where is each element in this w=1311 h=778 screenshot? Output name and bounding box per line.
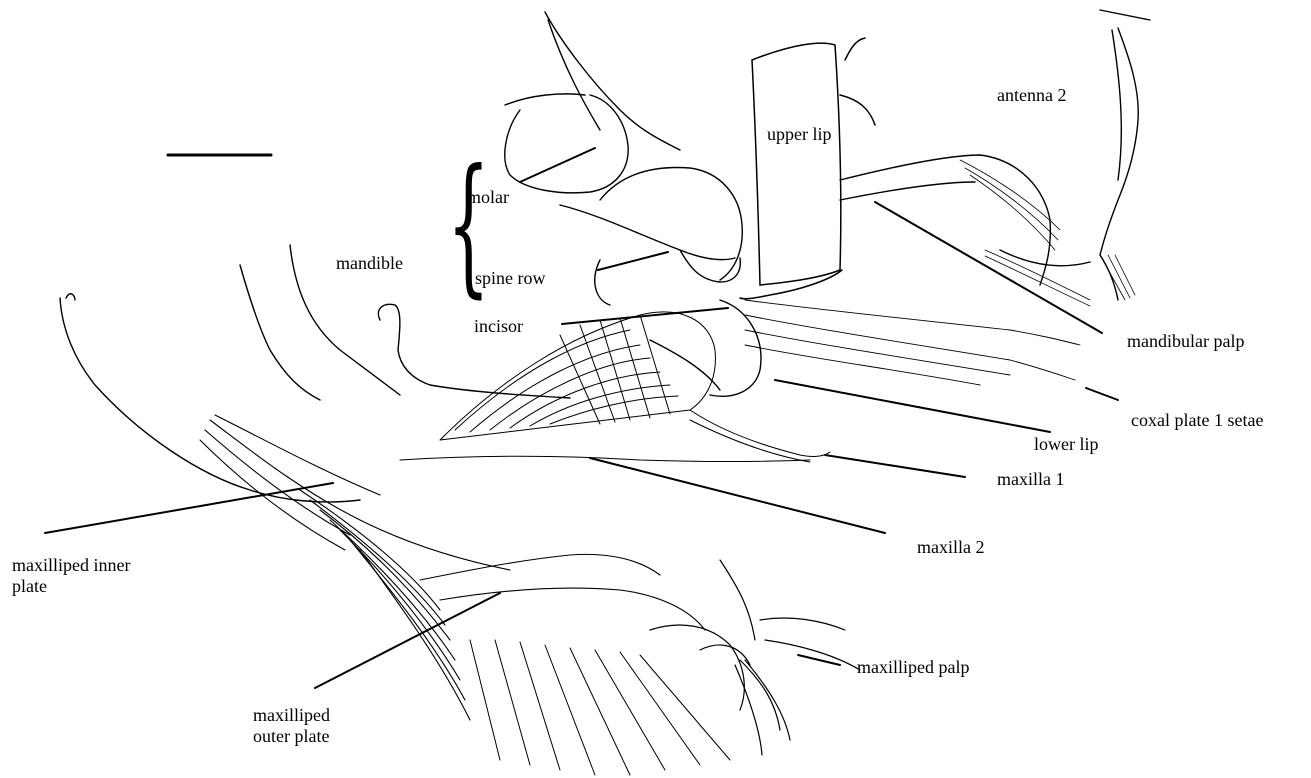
callout-lines [45,148,1118,688]
label-maxilla-1: maxilla 1 [997,469,1064,490]
mandibular-palp-setae [960,160,1135,306]
outer-plate-spines [470,640,730,775]
callout-molar [520,148,595,182]
label-maxilliped-inner-plate: maxilliped inner plate [12,555,132,596]
callout-maxilliped-outer [315,593,500,688]
callout-maxilla-2 [590,458,885,533]
label-molar: molar [467,187,509,208]
label-mandibular-palp: mandibular palp [1127,331,1244,352]
label-upper-lip: upper lip [767,124,832,145]
label-antenna-2: antenna 2 [997,85,1066,106]
label-mandible: mandible [336,253,403,274]
maxilliped-palp-outline [650,560,860,755]
label-lower-lip: lower lip [1034,434,1099,455]
maxilliped-plates [200,415,705,720]
callout-maxilliped-inner [45,483,333,533]
label-spine-row: spine row [475,268,546,289]
callout-mandibular-palp [875,202,1102,333]
label-incisor: incisor [474,316,523,337]
label-maxilliped-palp: maxilliped palp [857,657,969,678]
label-maxilla-2: maxilla 2 [917,537,984,558]
upper-lip-outline [740,38,875,299]
callout-spine-row [598,252,668,270]
callout-maxilliped-palp [798,655,840,665]
maxilla-fan [400,312,830,462]
antenna-2-outline [840,10,1150,300]
mandible-outline [505,12,742,305]
callout-coxal-plate [1086,388,1118,400]
label-coxal-plate-1-setae: coxal plate 1 setae [1131,410,1263,431]
callout-maxilla-1 [825,455,965,477]
label-maxilliped-outer-plate: maxilliped outer plate [253,705,353,746]
coxal-plate-setae [745,300,1080,385]
callout-incisor [562,308,728,324]
callout-lower-lip [775,380,1050,432]
